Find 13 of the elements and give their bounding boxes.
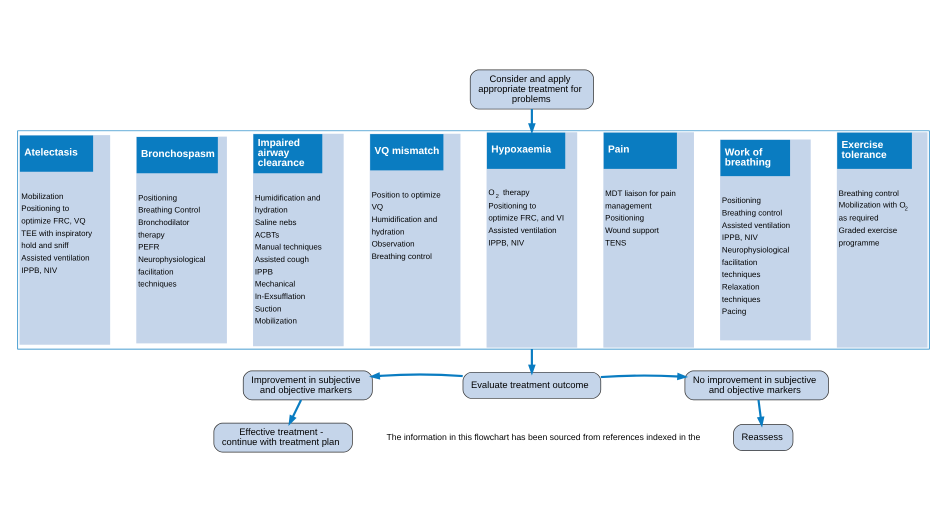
arrow <box>528 108 536 134</box>
label: The information in this flowchart has been sourced from references indexed in the <box>386 431 700 442</box>
arrow <box>600 372 688 380</box>
node-box: Evaluate treatment outcome <box>462 371 602 398</box>
arrow <box>288 399 302 426</box>
arrow <box>528 348 536 375</box>
arrow <box>756 399 764 428</box>
node-box: Improvement in subjective and objective markers <box>242 370 373 400</box>
node-box: No improvement in subjective and objective markers <box>684 370 829 400</box>
node-box: Effective treatment - continue with treatment plan <box>214 422 353 452</box>
node-box: Reassess <box>733 424 794 451</box>
node-box: Consider and apply appropriate treatment for problems <box>470 69 594 109</box>
arrow <box>369 372 463 380</box>
